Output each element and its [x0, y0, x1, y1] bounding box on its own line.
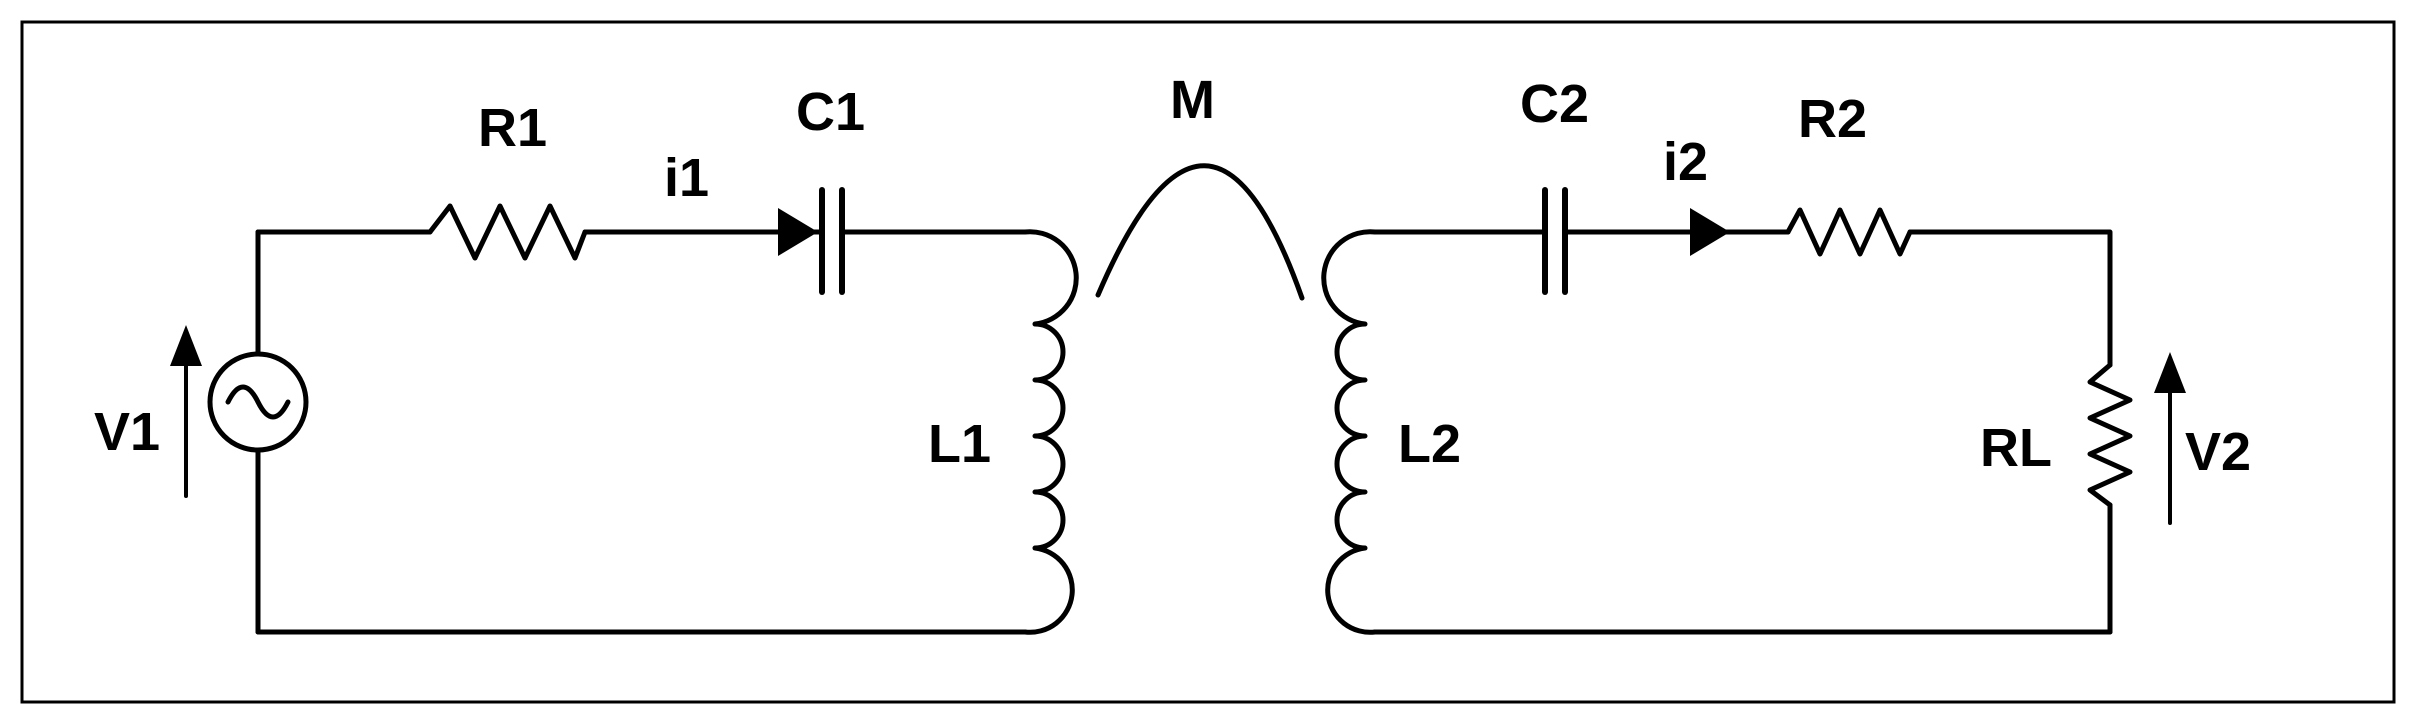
resistor-r1 [427, 203, 588, 261]
label-r2: R2 [1798, 89, 1867, 149]
i2-arrow-head [1690, 208, 1730, 256]
label-i2: i2 [1663, 132, 1708, 192]
mutual-inductance-arc [1095, 163, 1305, 301]
v1-arrow-head [170, 325, 202, 366]
label-r1: R1 [478, 98, 547, 158]
label-c2: C2 [1520, 74, 1589, 134]
i1-arrow-head [778, 208, 818, 256]
label-rl: RL [1980, 418, 2052, 478]
ac-source [207, 351, 309, 453]
label-m: M [1170, 70, 1215, 130]
diagram-frame [20, 20, 2396, 704]
resistor-r2 [1785, 207, 1913, 257]
resistor-rl [2087, 362, 2133, 508]
inductor-l1 [1022, 229, 1079, 635]
v2-arrow-head [2154, 352, 2186, 393]
wire-r2-to-right [1907, 229, 2113, 368]
inductor-l2 [1321, 229, 1378, 635]
label-l2: L2 [1398, 414, 1461, 474]
ac-source-sine [225, 384, 291, 420]
label-v1: V1 [94, 402, 160, 462]
label-v2: V2 [2185, 422, 2251, 482]
label-l1: L1 [928, 414, 991, 474]
label-i1: i1 [664, 148, 709, 208]
label-c1: C1 [796, 82, 865, 142]
